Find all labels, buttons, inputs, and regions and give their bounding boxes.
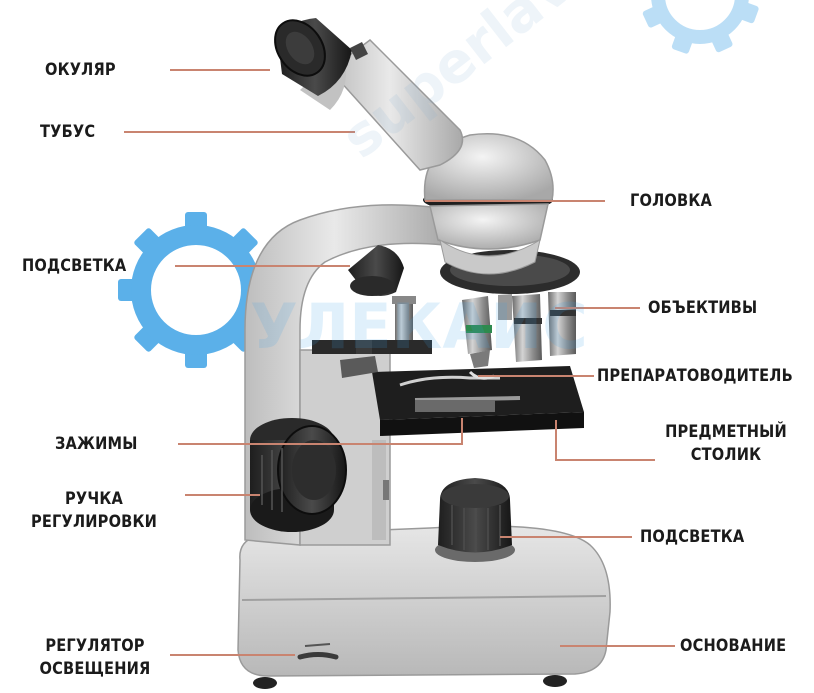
label-head: ГОЛОВКА bbox=[630, 192, 712, 211]
label-light-top: ПОДСВЕТКА bbox=[22, 257, 126, 276]
label-light-reg-line2: ОСВЕЩЕНИЯ bbox=[31, 660, 160, 679]
upper-light-lamp bbox=[348, 245, 404, 296]
label-light-bottom: ПОДСВЕТКА bbox=[640, 528, 744, 547]
watermark-gear-top-icon bbox=[642, 0, 760, 54]
bottom-light-knob bbox=[435, 478, 515, 562]
microscope-base bbox=[238, 526, 610, 689]
label-stage-line2: СТОЛИК bbox=[657, 446, 795, 465]
focus-knob bbox=[250, 418, 346, 532]
label-stage-line1: ПРЕДМЕТНЫЙ bbox=[657, 423, 795, 442]
label-objectives: ОБЪЕКТИВЫ bbox=[648, 299, 757, 318]
label-light-reg-line1: РЕГУЛЯТОР bbox=[31, 637, 160, 656]
label-base: ОСНОВАНИЕ bbox=[680, 637, 786, 656]
label-knob-line2: РЕГУЛИРОВКИ bbox=[18, 513, 169, 532]
label-tube: ТУБУС bbox=[40, 123, 95, 142]
label-slide-holder: ПРЕПАРАТОВОДИТЕЛЬ bbox=[597, 367, 793, 386]
label-knob-line1: РУЧКА bbox=[51, 490, 137, 509]
label-clamps: ЗАЖИМЫ bbox=[55, 435, 138, 454]
label-ocular: ОКУЛЯР bbox=[45, 61, 116, 80]
